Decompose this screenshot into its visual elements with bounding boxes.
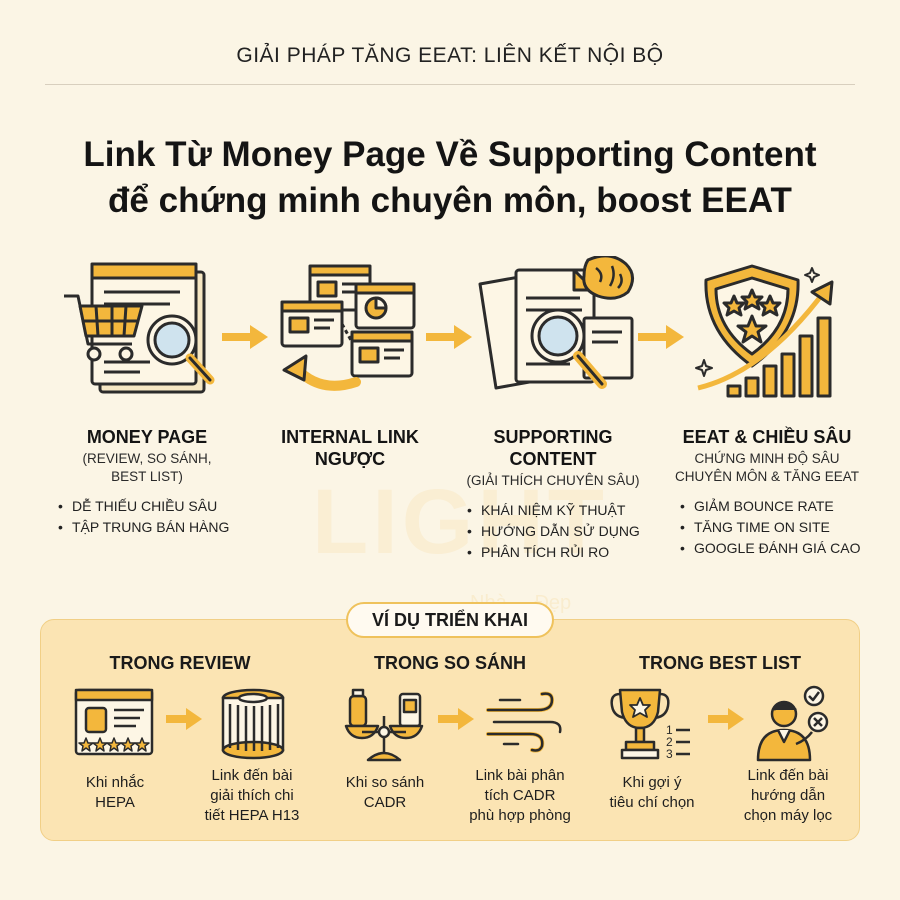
supporting-content-title-line: CONTENT — [509, 449, 597, 469]
example-arrow-3 — [708, 708, 744, 730]
caption-line: Khi so sánh — [345, 774, 425, 791]
caption-line: tiết HEPA H13 — [204, 807, 300, 824]
caption-line: Khi gợi ý — [622, 774, 682, 791]
money-page-bullets: DỄ THIẾU CHIỀU SÂU TẬP TRUNG BÁN HÀNG — [52, 496, 242, 538]
money-page-subtitle-line: (REVIEW, SO SÁNH, — [82, 451, 212, 466]
caption-line: tiêu chí chọn — [609, 794, 695, 811]
caption-line: tích CADR — [484, 787, 556, 804]
bullet-item: GOOGLE ĐÁNH GIÁ CAO — [678, 538, 870, 559]
shield-stars-growth-chart-icon — [695, 264, 834, 398]
example-bestlist-from: Khi gợi ý tiêu chí chọn — [592, 773, 712, 813]
eeat-subtitle-line: CHUYÊN MÔN & TĂNG EEAT — [674, 469, 860, 484]
supporting-content-bullets: KHÁI NIỆM KỸ THUẬT HƯỚNG DẪN SỬ DỤNG PHÂ… — [453, 500, 653, 563]
eeat-title: EEAT & CHIỀU SÂU — [682, 427, 852, 447]
documents-brain-magnifier-icon — [478, 256, 634, 390]
supporting-content-title-line: SUPPORTING — [493, 427, 613, 447]
supporting-content-subtitle: (GIẢI THÍCH CHUYÊN SÂU) — [466, 473, 640, 488]
person-checklist-icon — [756, 685, 829, 762]
example-title-review: TRONG REVIEW — [109, 653, 251, 673]
supporting-content-column: SUPPORTING CONTENT (GIẢI THÍCH CHUYÊN SÂ… — [453, 426, 653, 563]
money-page-title: MONEY PAGE — [86, 427, 208, 447]
bullet-item: DỄ THIẾU CHIỀU SÂU — [56, 496, 242, 517]
bullet-item: HƯỚNG DẪN SỬ DỤNG — [465, 521, 653, 542]
caption-line: HEPA — [95, 794, 135, 811]
caption-line: giải thích chi — [210, 787, 294, 804]
caption-line: Link đến bài — [747, 767, 829, 784]
examples-panel — [40, 619, 860, 841]
bullet-item: TẬP TRUNG BÁN HÀNG — [56, 517, 242, 538]
example-bestlist-to: Link đến bài hướng dẫn chọn máy lọc — [722, 766, 854, 826]
bullet-item: TĂNG TIME ON SITE — [678, 517, 870, 538]
flow-arrow-1 — [222, 325, 268, 349]
flow-arrow-2 — [426, 325, 472, 349]
airflow-wind-icon — [486, 691, 562, 753]
header-kicker: GIẢI PHÁP TĂNG EEAT: LIÊN KẾT NỘI BỘ — [236, 44, 664, 67]
examples-label: VÍ DỤ TRIỂN KHAI — [346, 602, 554, 638]
hepa-filter-icon — [221, 688, 285, 760]
eeat-subtitle: CHỨNG MINH ĐỘ SÂU CHUYÊN MÔN & TĂNG EEAT — [664, 450, 870, 486]
internal-link-title-line: NGƯỢC — [314, 449, 386, 469]
shopping-cart-magnifier-icon — [64, 262, 215, 394]
header-divider — [45, 84, 855, 85]
example-compare-from: Khi so sánh CADR — [330, 773, 440, 813]
review-page-stars-icon — [74, 688, 154, 756]
internal-link-column: INTERNAL LINK NGƯỢC — [262, 426, 438, 470]
bullet-item: PHÂN TÍCH RỦI RO — [465, 542, 653, 563]
caption-line: chọn máy lọc — [743, 807, 833, 824]
example-arrow-1 — [166, 708, 202, 730]
caption-line: Link đến bài — [211, 767, 293, 784]
supporting-content-title: SUPPORTING CONTENT — [453, 426, 653, 470]
bullet-item: GIẢM BOUNCE RATE — [678, 496, 870, 517]
balance-scale-icon — [344, 688, 424, 762]
internal-link-title: INTERNAL LINK NGƯỢC — [262, 426, 438, 470]
caption-line: CADR — [363, 794, 407, 811]
example-review-from: Khi nhắc HEPA — [60, 773, 170, 813]
eeat-column: EEAT & CHIỀU SÂU CHỨNG MINH ĐỘ SÂU CHUYÊ… — [664, 426, 870, 559]
example-arrow-2 — [438, 708, 474, 730]
eeat-bullets: GIẢM BOUNCE RATE TĂNG TIME ON SITE GOOGL… — [664, 496, 870, 559]
money-page-subtitle-line: BEST LIST) — [111, 469, 183, 484]
flow-arrow-3 — [638, 325, 684, 349]
svg-text:1: 1 — [666, 723, 673, 737]
example-compare-to: Link bài phân tích CADR phù hợp phòng — [454, 766, 586, 826]
linked-pages-return-arrow-icon — [280, 264, 416, 391]
svg-text:2: 2 — [666, 735, 673, 749]
example-title-bestlist: TRONG BEST LIST — [639, 653, 801, 673]
caption-line: Link bài phân — [475, 767, 565, 784]
title-line-2: để chứng minh chuyên môn, boost EEAT — [108, 181, 792, 220]
svg-text:3: 3 — [666, 747, 673, 761]
trophy-ranked-list-icon: 1 2 3 — [610, 688, 690, 761]
bullet-item: KHÁI NIỆM KỸ THUẬT — [465, 500, 653, 521]
title-line-1: Link Từ Money Page Về Supporting Content — [83, 135, 817, 174]
example-title-compare: TRONG SO SÁNH — [373, 653, 526, 673]
page-title: Link Từ Money Page Về Supporting Content… — [0, 132, 900, 224]
money-page-column: MONEY PAGE (REVIEW, SO SÁNH, BEST LIST) … — [52, 426, 242, 538]
example-review-to: Link đến bài giải thích chi tiết HEPA H1… — [186, 766, 318, 826]
caption-line: phù hợp phòng — [469, 807, 571, 824]
money-page-subtitle: (REVIEW, SO SÁNH, BEST LIST) — [52, 450, 242, 486]
caption-line: Khi nhắc — [85, 774, 145, 791]
internal-link-title-line: INTERNAL LINK — [281, 427, 419, 447]
caption-line: hướng dẫn — [750, 787, 826, 804]
eeat-subtitle-line: CHỨNG MINH ĐỘ SÂU — [694, 451, 840, 466]
